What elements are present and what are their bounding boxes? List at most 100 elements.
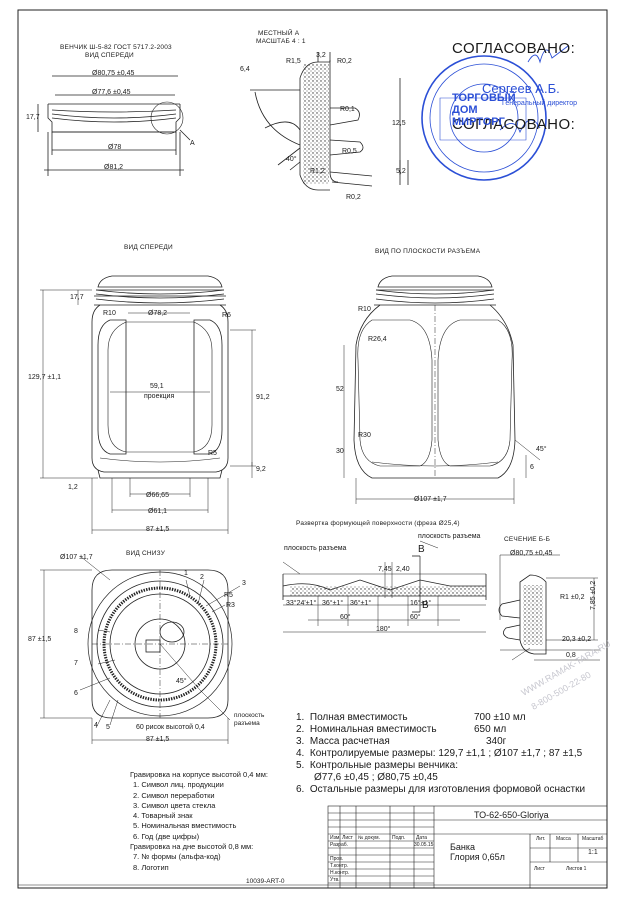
dim-front-4: проекция bbox=[144, 393, 175, 400]
dim-finish-0: Ø80,75 ±0,45 bbox=[92, 70, 135, 77]
engraving-item: 3. Символ цвета стекла bbox=[133, 800, 216, 810]
dim-detail-7: 6,4 bbox=[240, 66, 250, 73]
footer-code: 10039-АRT-0 bbox=[246, 878, 285, 885]
note-row: Ø77,6 ±0,45 ; Ø80,75 ±0,45 bbox=[314, 772, 438, 783]
detail-a-title: МЕСТНЫЙ А bbox=[258, 30, 300, 37]
dim-front-6: 129,7 ±1,1 bbox=[28, 374, 62, 381]
dim-bottom-label-5: 5 bbox=[106, 724, 110, 731]
development-title: Развертка формующей поверхности (фреза Ø… bbox=[296, 520, 460, 527]
dim-sec-4: 0,8 bbox=[566, 652, 576, 659]
dim-finish-4: 17,7 bbox=[26, 114, 40, 121]
section-bb-title: СЕЧЕНИЕ Б-Б bbox=[504, 536, 551, 543]
dim-dev-12: 180° bbox=[376, 626, 391, 633]
col-label-scale: Масштаб bbox=[582, 836, 604, 842]
engraving-item: 1. Символ лиц. продукции bbox=[133, 780, 224, 790]
dim-finish-2: Ø78 bbox=[108, 144, 122, 151]
engraving-item: 7. № формы (альфа-код) bbox=[133, 852, 221, 862]
row-label: Разраб. bbox=[330, 842, 349, 848]
dim-parting-4: R30 bbox=[358, 432, 371, 439]
dim-parting-5: Ø107 ±1,7 bbox=[414, 496, 447, 503]
row-label: Утв. bbox=[330, 877, 340, 883]
col-head: Дата bbox=[416, 835, 428, 841]
dim-dev-8: 36°±1° bbox=[350, 600, 372, 607]
dim-finish-1: Ø77,6 ±0,45 bbox=[92, 89, 131, 96]
engraving-item: 5. Номинальная вместимость bbox=[133, 821, 237, 831]
development-drawing bbox=[282, 540, 487, 633]
dim-finish-3: Ø81,2 bbox=[104, 164, 124, 171]
note-row: 4. Контролируемые размеры: 129,7 ±1,1 ; … bbox=[296, 748, 583, 759]
product-name-line2: Глория 0,65л bbox=[450, 852, 505, 862]
engraving-body-title: Гравировка на корпусе высотой 0,4 мм: bbox=[130, 770, 268, 779]
col-head: № докум. bbox=[358, 835, 380, 841]
detail-a-marker: A bbox=[190, 140, 195, 147]
dim-front-8: 9,2 bbox=[256, 466, 266, 473]
dim-detail-2: R0,2 bbox=[337, 58, 352, 65]
approval-label-2: СОГЛАСОВАНО: bbox=[452, 116, 576, 133]
dim-front-13: 1,2 bbox=[68, 484, 78, 491]
col-label-mass: Масса bbox=[556, 836, 571, 842]
dim-front-1: R10 bbox=[103, 310, 116, 317]
engraving-item: 2. Символ переработки bbox=[133, 790, 215, 800]
dim-detail-4: R0,5 bbox=[342, 148, 357, 155]
dim-bottom-label-8: 8 bbox=[74, 628, 78, 635]
dim-dev-0: плоскость разъема bbox=[284, 545, 347, 552]
engraving-bottom-title: Гравировка на дне высотой 0,8 мм: bbox=[130, 842, 254, 852]
engraving-item: 8. Логотип bbox=[133, 862, 169, 872]
company-seal bbox=[421, 55, 547, 181]
front-view-drawing bbox=[40, 275, 256, 534]
section-bb-drawing bbox=[498, 554, 600, 661]
row-label: Н.контр. bbox=[330, 870, 350, 876]
dim-detail-1: R1,5 bbox=[286, 58, 301, 65]
product-name-line1: Банка bbox=[450, 842, 476, 852]
dim-sec-2: 7,85 ±0,2 bbox=[590, 580, 597, 610]
dim-parting-2: 52 bbox=[336, 386, 344, 393]
dim-bottom-notches: 60 рисок высотой 0,4 bbox=[136, 724, 205, 731]
dim-dev-9: 16°±1° bbox=[410, 600, 432, 607]
dim-bottom-r3: R3 bbox=[226, 602, 235, 609]
dim-sec-1: R1 ±0,2 bbox=[560, 594, 585, 601]
col-label-lit: Лит. bbox=[536, 836, 546, 842]
dim-front-12: 87 ±1,5 bbox=[146, 526, 170, 533]
dim-front-5: 91,2 bbox=[256, 394, 270, 401]
engraving-notes: Гравировка на корпусе высотой 0,4 мм: 1.… bbox=[130, 770, 268, 873]
approver-position: Генеральный директор bbox=[502, 100, 578, 107]
detail-a-drawing bbox=[250, 52, 409, 191]
dim-bottom-label-1: 1 bbox=[184, 570, 188, 577]
dim-bottom-label-2: 2 bbox=[200, 574, 204, 581]
dim-bottom-label-3: 3 bbox=[242, 580, 246, 587]
sheets-label: Листов 1 bbox=[566, 866, 587, 872]
dim-dev-1: плоскость разъема bbox=[418, 533, 481, 540]
dim-detail-6: R0,2 bbox=[346, 194, 361, 201]
dim-bottom-0: Ø107 ±1,7 bbox=[60, 554, 93, 561]
dim-bottom-angle: 45° bbox=[176, 678, 187, 685]
finish-view-drawing bbox=[37, 75, 191, 176]
dim-front-0: Ø78,2 bbox=[148, 310, 168, 317]
approval-date: 30.05.15 bbox=[414, 842, 434, 848]
engraving-item: 6. Год (две цифры) bbox=[133, 831, 200, 841]
dim-sec-3: 20,3 ±0,2 bbox=[562, 636, 592, 643]
dim-dev-11: 60° bbox=[410, 614, 421, 621]
dim-front-11: Ø61,1 bbox=[148, 508, 168, 515]
dim-dev-4: 7,45 bbox=[378, 566, 392, 573]
dim-parting-1: R26,4 bbox=[368, 336, 387, 343]
bottom-view-title: ВИД СНИЗУ bbox=[126, 550, 166, 557]
dim-parting-6: 45° bbox=[536, 446, 547, 453]
dim-detail-9: 40° bbox=[286, 156, 297, 163]
dim-front-9: R5 bbox=[208, 450, 217, 457]
dim-detail-0: 3,2 bbox=[316, 52, 326, 59]
approver-name: Сергеев А.Б. bbox=[482, 81, 560, 96]
dim-detail-8: 12,5 bbox=[392, 120, 406, 127]
doc-code: ТО-62-650-Gloriya bbox=[474, 810, 549, 820]
dim-front-3: 59,1 bbox=[150, 383, 164, 390]
note-row: 5. Контрольные размеры венчика: bbox=[296, 760, 458, 771]
dim-parting-0: R10 bbox=[358, 306, 371, 313]
approval-label-1: СОГЛАСОВАНО: bbox=[452, 40, 576, 57]
parting-plane-view-drawing bbox=[343, 275, 541, 504]
bottom-view-drawing bbox=[40, 555, 241, 744]
signature-marks bbox=[499, 45, 569, 134]
sheet-label: Лист bbox=[534, 866, 545, 872]
dim-bottom-parting: плоскость разъема bbox=[234, 712, 265, 727]
